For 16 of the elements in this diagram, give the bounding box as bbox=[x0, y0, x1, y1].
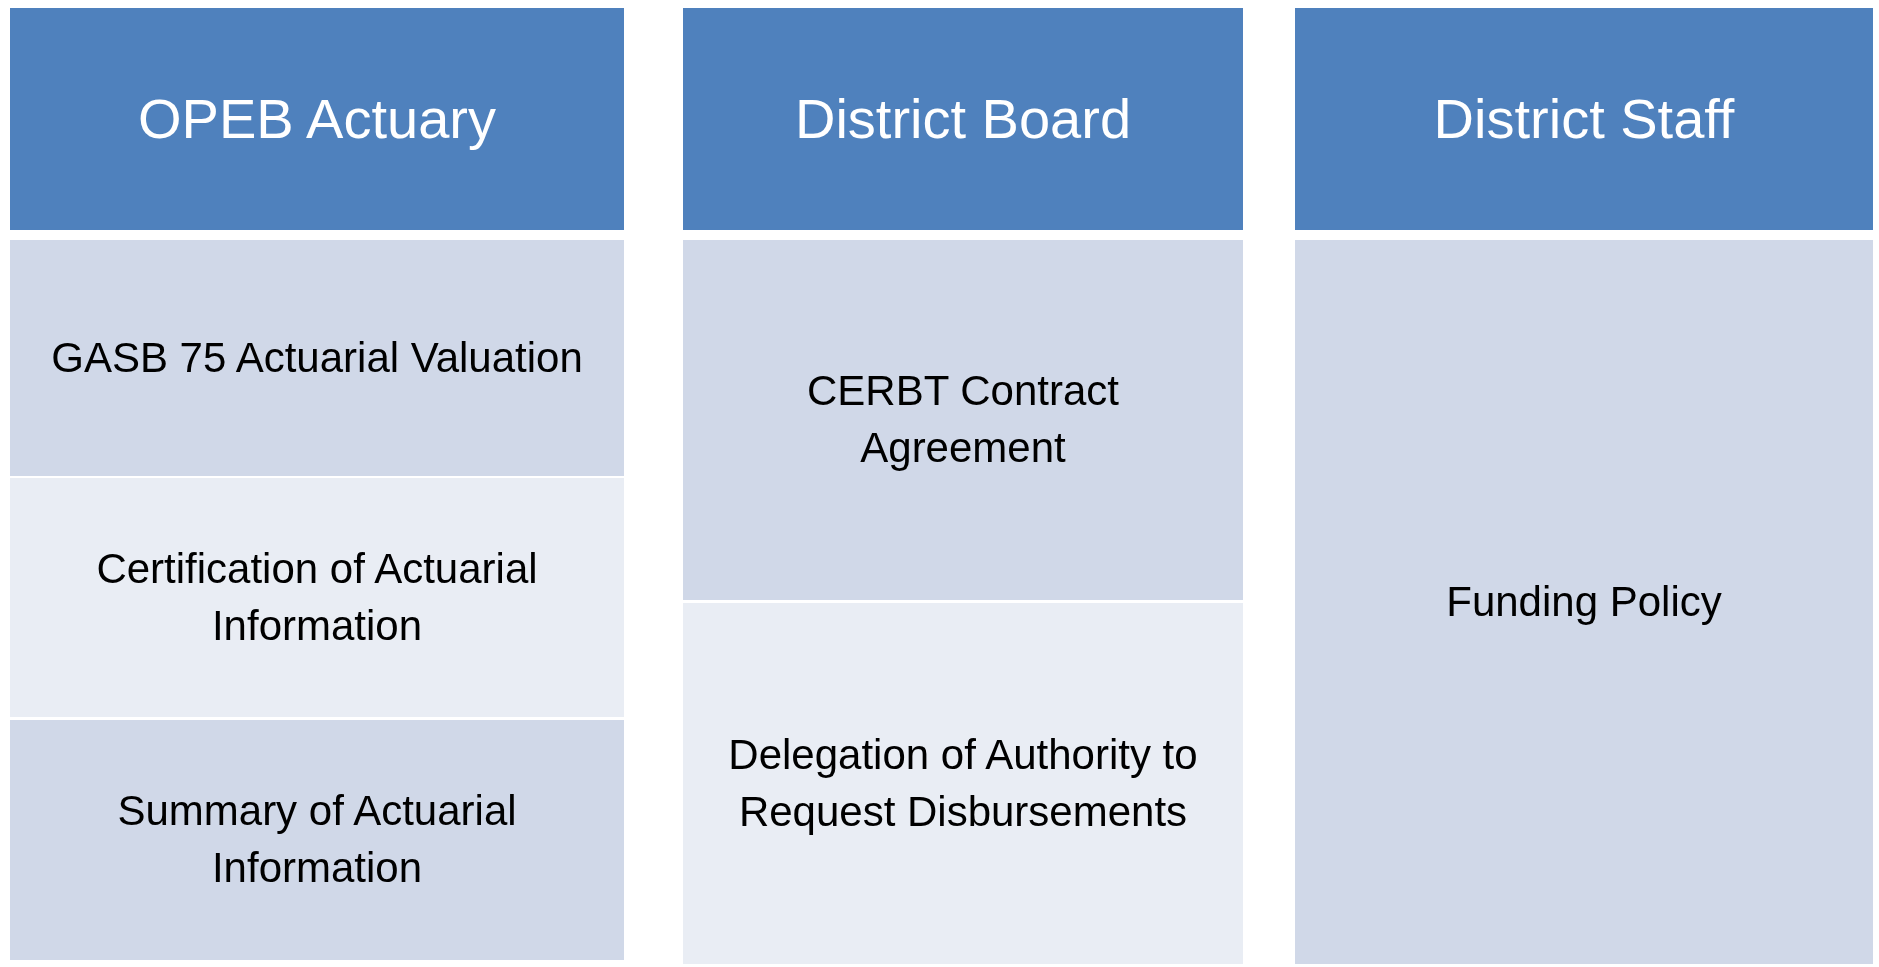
content-box bbox=[1295, 240, 1873, 964]
column-header bbox=[10, 8, 624, 230]
header-text: District Board bbox=[794, 86, 1132, 152]
header-text: OPEB Actuary bbox=[138, 86, 496, 152]
box-text: Certification of Actuarial Information bbox=[95, 543, 539, 651]
header-text: District Staff bbox=[1433, 86, 1735, 152]
column-header bbox=[683, 8, 1243, 230]
content-box bbox=[683, 240, 1243, 600]
box-text: Funding Policy bbox=[1446, 576, 1722, 627]
box-text: Delegation of Authority to Request Disbursements bbox=[727, 729, 1199, 837]
box-text: Summary of Actuarial Information bbox=[116, 786, 518, 893]
box-text: CERBT Contract Agreement bbox=[806, 366, 1120, 473]
content-box bbox=[10, 240, 624, 476]
column-header bbox=[1295, 8, 1873, 230]
content-box bbox=[10, 720, 624, 960]
box-text: GASB 75 Actuarial Valuation bbox=[51, 332, 583, 383]
